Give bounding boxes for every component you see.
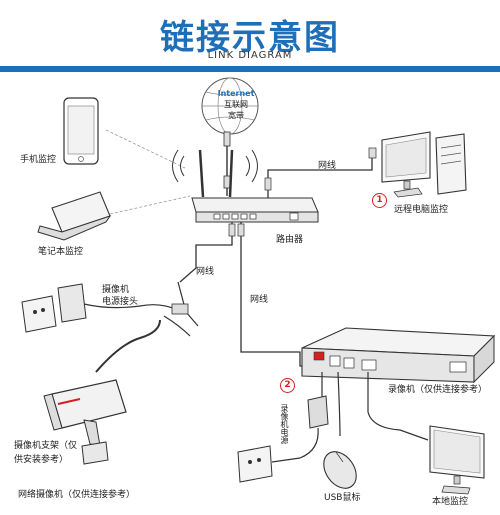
- camera-power-label-line1: 摄像机: [102, 285, 130, 295]
- laptop-monitoring-label: 笔记本监控: [38, 247, 84, 257]
- net-cable-label-pc: 网线: [318, 161, 337, 171]
- usb-mouse-icon: [323, 371, 357, 489]
- router-to-pc-cable: [264, 147, 377, 198]
- camera-cable-bundle: [83, 281, 199, 373]
- wifi-signal-icon: [172, 149, 258, 183]
- net-cable-label-camera: 网线: [196, 267, 215, 277]
- router-to-camera-cable: [179, 222, 236, 283]
- phone-monitoring-label: 手机监控: [20, 155, 57, 165]
- remote-pc-monitor-icon: [381, 131, 431, 198]
- net-cable-label-nvr: 网线: [250, 295, 269, 305]
- smartphone-icon: [63, 97, 99, 165]
- nvr-label: 录像机（仅供连接参考）: [388, 385, 488, 395]
- badge-1: 1: [372, 193, 387, 208]
- nvr-to-monitor-cable: [367, 372, 429, 441]
- broadband-label: 宽带: [228, 110, 244, 120]
- router-icon: [191, 149, 319, 223]
- internet-cable: [223, 131, 231, 196]
- remote-pc-tower-icon: [435, 133, 467, 195]
- camera-power-label-line2: 电源接头: [102, 297, 139, 307]
- usb-mouse-label: USB鼠标: [324, 493, 361, 503]
- remote-pc-label: 远程电脑监控: [394, 205, 449, 215]
- network-camera-label: 网络摄像机（仅供连接参考）: [18, 490, 136, 500]
- nvr-power-socket-icon: [237, 445, 273, 483]
- bullet-camera-icon: [43, 379, 127, 465]
- badge-2: 2: [280, 378, 295, 393]
- nvr-recorder-icon: [301, 327, 496, 384]
- camera-bracket-label-line2: 供安装参考）: [14, 455, 69, 465]
- local-monitor-icon: [429, 425, 485, 495]
- camera-bracket-label-line1: 摄像机支架（仅: [14, 441, 78, 451]
- header-band: [0, 66, 500, 72]
- nvr-power-adapter-icon: [271, 372, 329, 463]
- laptop-wireless-link: [109, 195, 191, 215]
- laptop-icon: [37, 191, 112, 241]
- router-label: 路由器: [276, 235, 304, 245]
- internet-label: Internet: [218, 89, 255, 98]
- nvr-power-label: 录像机电源: [280, 404, 289, 444]
- internet-cn-label: 互联网: [224, 100, 248, 109]
- diagram-title: 链接示意图: [160, 18, 340, 58]
- diagram-subtitle: LINK DIAGRAM: [207, 50, 293, 61]
- camera-power-socket-icon: [21, 283, 87, 333]
- local-monitor-label: 本地监控: [432, 497, 469, 507]
